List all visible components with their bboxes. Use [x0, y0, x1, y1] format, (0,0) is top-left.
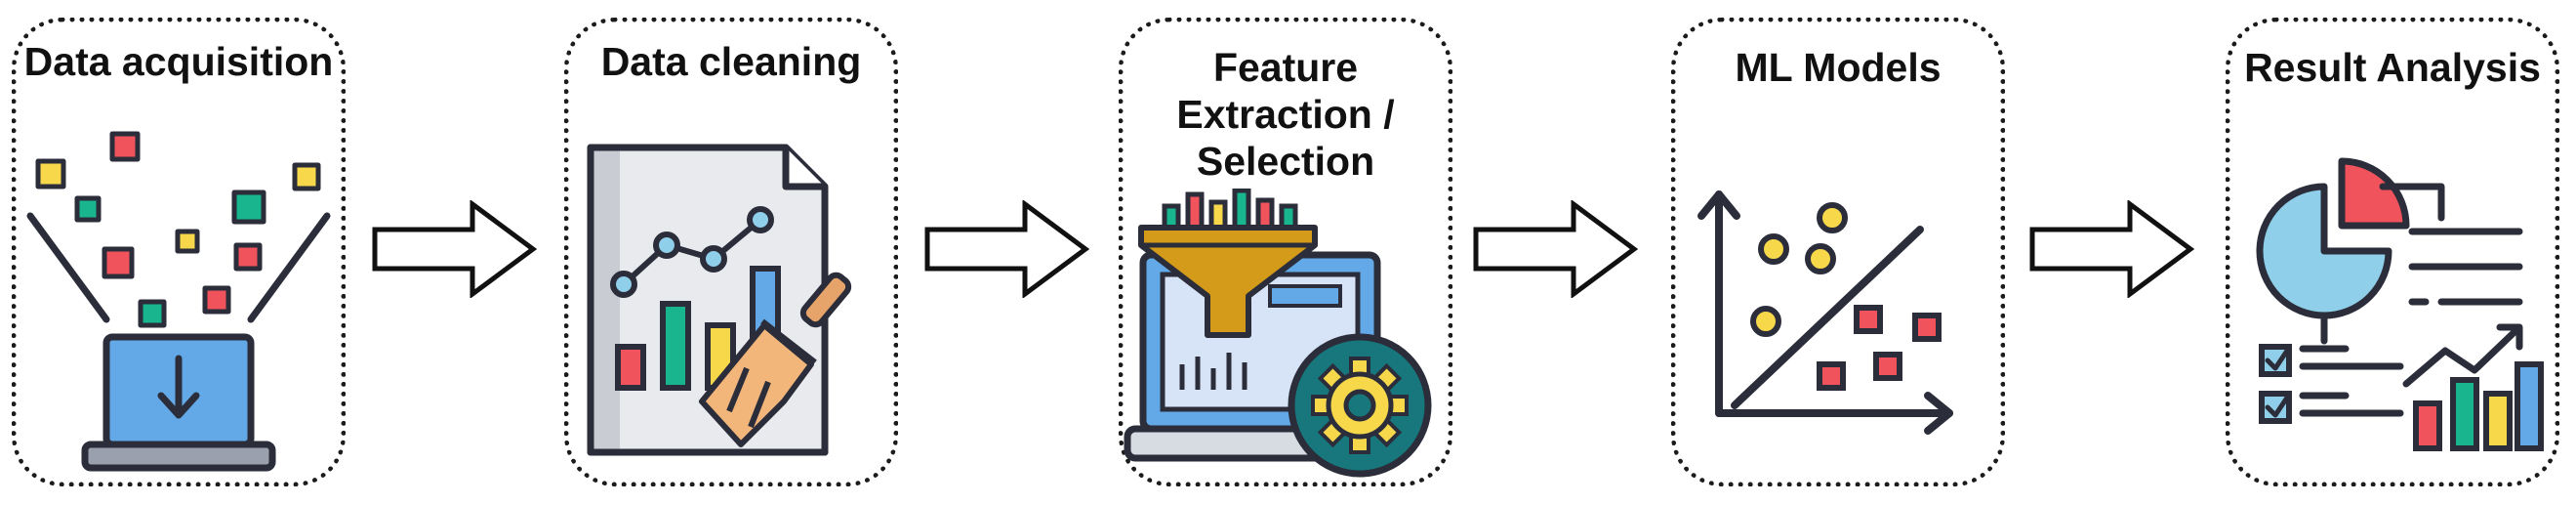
stage-title: Data cleaning [600, 39, 862, 84]
document-chart-broom-icon [587, 144, 852, 456]
stage-title: ML Models [1735, 45, 1942, 90]
stage-feature-extraction: Feature Extraction / Selection [1119, 18, 1452, 486]
funnel-monitor-gear-icon [1124, 189, 1432, 478]
stage-data-cleaning: Data cleaning [564, 18, 898, 486]
laptop-download-icon [26, 131, 331, 472]
report-dashboard-icon [2256, 157, 2544, 451]
flow-arrow [372, 200, 538, 298]
stage-ml-models: ML Models [1671, 18, 2005, 486]
flow-arrow [924, 200, 1090, 298]
flow-arrow [2029, 200, 2195, 298]
stage-title: Result Analysis [2244, 45, 2541, 90]
flow-arrow [1473, 200, 1639, 298]
stage-title: Data acquisition [23, 39, 334, 84]
scatter-plot-icon [1697, 190, 1953, 435]
stage-result-analysis: Result Analysis [2226, 18, 2559, 486]
stage-data-acquisition: Data acquisition [12, 18, 346, 486]
stage-title: Feature Extraction / Selection [1176, 45, 1395, 184]
